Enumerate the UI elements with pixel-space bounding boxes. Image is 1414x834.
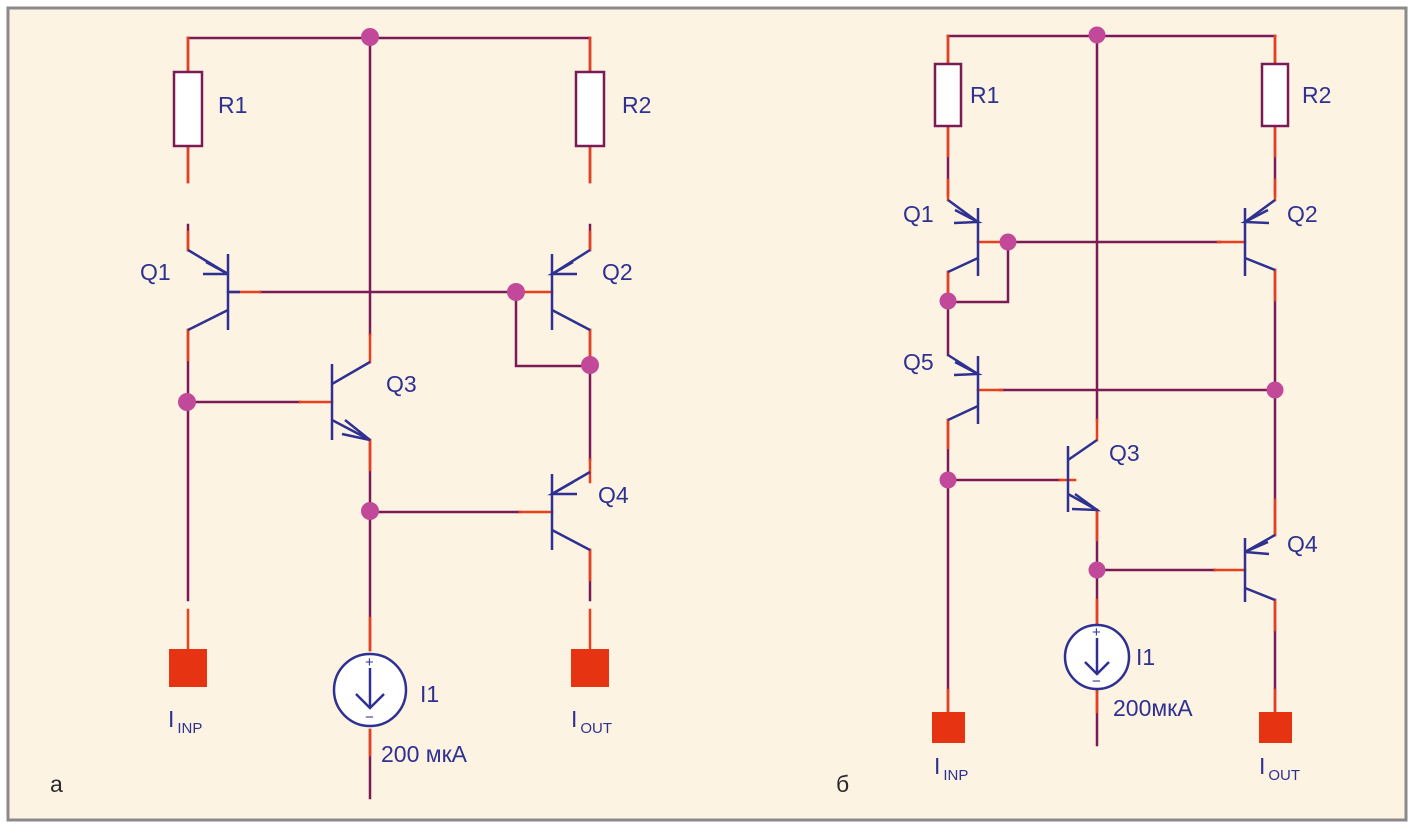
label-q3-a: Q3 bbox=[386, 371, 417, 397]
label-q1-b: Q1 bbox=[903, 201, 934, 227]
transistor-q3-a bbox=[330, 360, 371, 442]
terminal-output-b bbox=[1259, 712, 1292, 743]
junction-dot bbox=[1088, 561, 1106, 579]
circuit-a-stubs bbox=[186, 36, 592, 757]
circuit-a-junctions bbox=[178, 28, 599, 520]
label-r2-a: R2 bbox=[622, 92, 651, 118]
junction-dot bbox=[999, 233, 1017, 251]
transistor-q2-b bbox=[1240, 198, 1276, 276]
junction-dot bbox=[939, 292, 957, 310]
label-source-value-b: 200мкА bbox=[1113, 695, 1193, 721]
label-source-value-a: 200 мкА bbox=[381, 741, 468, 767]
label-q2-a: Q2 bbox=[602, 259, 633, 285]
terminal-output-a bbox=[571, 649, 609, 687]
label-i1-a: I1 bbox=[420, 681, 439, 707]
label-q3-b: Q3 bbox=[1109, 440, 1140, 466]
resistor-r2-a bbox=[574, 70, 606, 148]
label-q4-a: Q4 bbox=[598, 482, 629, 508]
resistor-r1-a bbox=[172, 70, 204, 148]
junction-dot bbox=[361, 502, 379, 520]
current-source-i1-b bbox=[1063, 623, 1131, 691]
junction-dot bbox=[1088, 26, 1106, 44]
junction-dot bbox=[939, 471, 957, 489]
junction-dot bbox=[361, 28, 379, 46]
label-q5-b: Q5 bbox=[903, 349, 934, 375]
circuit-b-junctions bbox=[939, 26, 1284, 579]
transistor-q4-a bbox=[547, 470, 591, 552]
label-i1-b: I1 bbox=[1136, 644, 1155, 670]
transistor-q1-a bbox=[187, 248, 240, 332]
transistor-q5-b bbox=[947, 353, 983, 424]
label-r1-a: R1 bbox=[218, 92, 247, 118]
label-q2-b: Q2 bbox=[1287, 201, 1318, 227]
resistor-r2-b bbox=[1260, 62, 1290, 128]
figure-background bbox=[6, 6, 1408, 822]
panel-label-a: а bbox=[50, 771, 63, 797]
junction-dot bbox=[507, 283, 525, 301]
junction-dot bbox=[178, 393, 196, 411]
label-r1-b: R1 bbox=[970, 82, 999, 108]
terminal-input-b bbox=[932, 712, 965, 743]
source-minus-a: − bbox=[365, 709, 374, 726]
transistor-q3-b bbox=[1066, 438, 1102, 512]
label-q1-a: Q1 bbox=[140, 259, 171, 285]
circuit-b-stubs bbox=[946, 34, 1277, 717]
current-source-i1-a bbox=[332, 652, 408, 728]
source-minus-b: − bbox=[1092, 673, 1101, 690]
source-plus-a: + bbox=[365, 654, 374, 671]
transistor-q1-b bbox=[947, 198, 983, 276]
junction-dot bbox=[1266, 381, 1284, 399]
junction-dot bbox=[581, 356, 599, 374]
resistor-r1-b bbox=[933, 62, 963, 128]
label-r2-b: R2 bbox=[1302, 82, 1331, 108]
label-q4-b: Q4 bbox=[1287, 531, 1318, 557]
panel-label-b: б bbox=[836, 771, 849, 797]
source-plus-b: + bbox=[1092, 624, 1101, 641]
transistor-q4-b bbox=[1243, 533, 1276, 602]
transistor-q2-a bbox=[547, 248, 591, 332]
terminal-input-a bbox=[169, 649, 207, 687]
